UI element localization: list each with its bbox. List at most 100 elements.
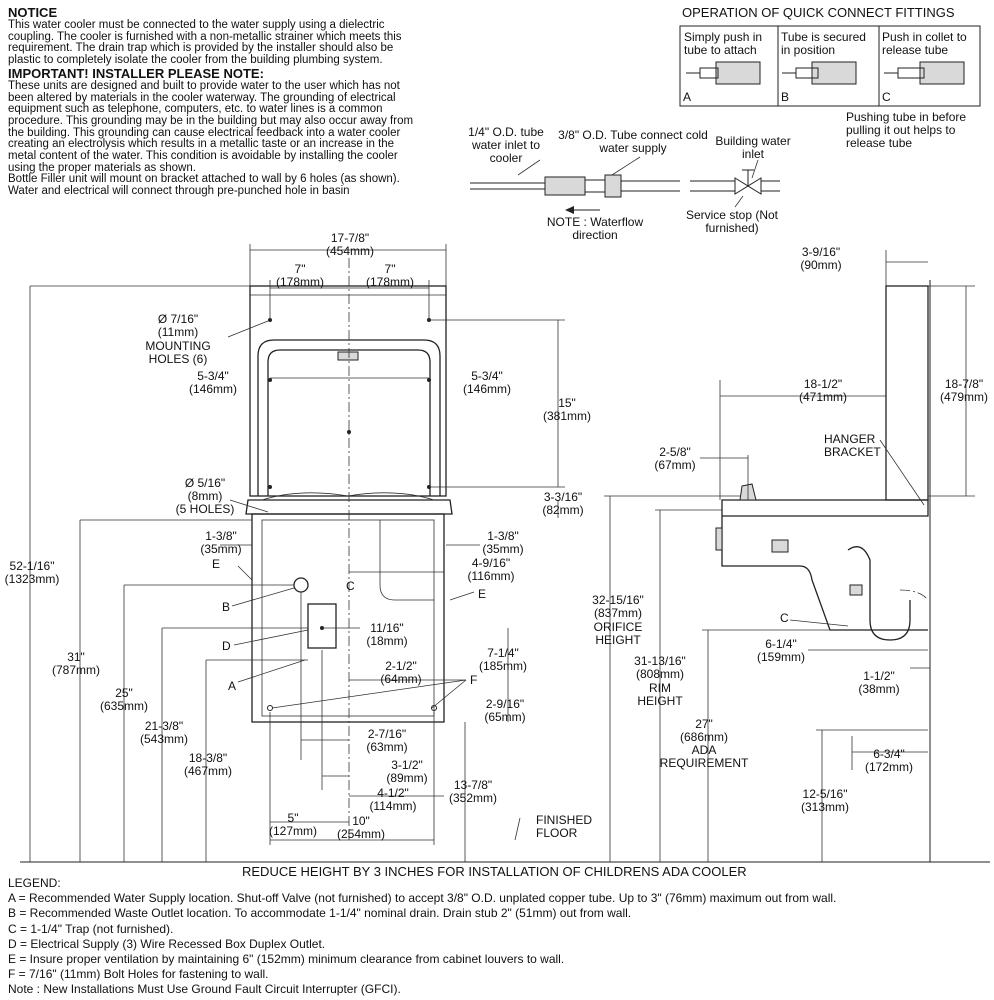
important-line: been altered by materials in the cooler …: [8, 91, 396, 104]
dim-3215: 32-15/16": [592, 593, 644, 607]
dim-3316: 3-3/16": [543, 490, 583, 504]
letter-c-side: C: [780, 611, 789, 625]
legend-item: F = 7/16" (11mm) Bolt Holes for fastenin…: [8, 967, 269, 982]
dim-3316-mm: (82mm): [542, 503, 584, 517]
important-line: creating an electrolysis which results i…: [8, 138, 395, 151]
dim-27-mm: (686mm): [679, 730, 728, 744]
dim-714: 7-1/4": [487, 646, 519, 660]
dim-2916-mm: (65mm): [484, 710, 526, 724]
dim-half-right-mm: (178mm): [365, 275, 414, 289]
dim-h2138-mm: (543mm): [139, 732, 188, 746]
childrens-ada-note: REDUCE HEIGHT BY 3 INCHES FOR INSTALLATI…: [242, 864, 747, 879]
dim-634: 6-3/4": [873, 747, 905, 761]
quick-connect-panels: [679, 25, 981, 107]
dim-h25: 25": [115, 686, 133, 700]
dim-left-534-mm: (146mm): [188, 382, 237, 396]
dim-1116: 11/16": [370, 621, 404, 635]
dim-mount-holes: Ø 7/16": [157, 312, 199, 326]
legend-item: D = Electrical Supply (3) Wire Recessed …: [8, 936, 326, 951]
notice-title: NOTICE: [8, 5, 58, 20]
dim-614-mm: (159mm): [756, 650, 805, 664]
qc-panel-a-letter: A: [683, 90, 692, 104]
legend-item: A = Recommended Water Supply location. S…: [8, 891, 837, 906]
qc-panel-a-caption: Simply push in tube to attach: [684, 30, 763, 57]
dim-258-mm: (67mm): [654, 458, 696, 472]
hanger-bracket-label: HANGER BRACKET: [824, 432, 881, 459]
dim-h52: 52-1/16": [9, 559, 55, 573]
dim-1812-mm: (471mm): [798, 390, 847, 404]
notice-line: requirement. The drain trap which is pro…: [8, 42, 394, 55]
supply-line-diagram: [470, 156, 780, 214]
dim-634-mm: (172mm): [864, 760, 913, 774]
building-inlet-label: Building water inlet: [715, 134, 791, 161]
tube-quarter-label: 1/4" O.D. tube water inlet to cooler: [468, 125, 544, 165]
dim-3916-mm: (90mm): [800, 258, 842, 272]
dim-1878-mm: (479mm): [939, 390, 988, 404]
dim-h1838: 18-3/8": [188, 751, 228, 765]
waterflow-note: NOTE : Waterflow direction: [546, 215, 644, 242]
dim-138-left-mm: (35mm): [200, 542, 242, 556]
dim-2716: 2-7/16": [367, 727, 407, 741]
dim-3113: 31-13/16": [634, 654, 686, 668]
dim-312: 3-1/2": [391, 758, 423, 772]
service-stop-label: Service stop (Not furnished): [685, 208, 779, 235]
legend-item: Note : New Installations Must Use Ground…: [8, 982, 401, 997]
dim-h31-mm: (787mm): [51, 663, 100, 677]
dim-212-mm: (64mm): [380, 672, 422, 686]
dim-h25-mm: (635mm): [99, 699, 148, 713]
legend: LEGEND: A = Recommended Water Supply loc…: [8, 876, 836, 998]
dim-h1838-mm: (467mm): [183, 764, 232, 778]
dim-1116-mm: (18mm): [366, 634, 408, 648]
dim-10-mm: (254mm): [336, 827, 385, 841]
dim-half-right: 7": [384, 262, 396, 276]
dim-1378-mm: (352mm): [448, 791, 497, 805]
dim-h52-mm: (1323mm): [4, 572, 60, 586]
qc-panel-b-letter: B: [781, 90, 790, 104]
letter-a: A: [228, 679, 237, 693]
orifice-height-label: ORIFICE HEIGHT: [593, 620, 643, 647]
legend-item: C = 1-1/4" Trap (not furnished).: [8, 921, 174, 936]
dim-right-534: 5-3/4": [471, 369, 503, 383]
dim-holes-516-mm: (8mm): [187, 489, 223, 503]
tube-3-8-label: 3/8" O.D. Tube connect cold water supply: [558, 128, 708, 155]
dim-138-left: 1-3/8": [205, 529, 237, 543]
letter-d: D: [222, 639, 231, 653]
ada-requirement-label: ADA REQUIREMENT: [659, 743, 749, 770]
dim-right-534-mm: (146mm): [462, 382, 511, 396]
important-line: using the proper materials as shown.: [8, 161, 196, 174]
dim-412-mm: (114mm): [369, 799, 417, 813]
holes-516-label: (5 HOLES): [175, 502, 235, 516]
dim-10: 10": [352, 814, 370, 828]
important-line: Water and electrical will connect throug…: [8, 185, 350, 198]
mount-holes-label: MOUNTING HOLES (6): [145, 339, 211, 366]
dim-width-overall: 17-7/8": [330, 231, 370, 245]
dim-3113-mm: (808mm): [635, 667, 684, 681]
notice-line: This water cooler must be connected to t…: [8, 19, 385, 31]
dim-312-mm: (89mm): [386, 771, 428, 785]
important-line: These units are designed and built to pr…: [8, 79, 400, 92]
dim-half-left: 7": [294, 262, 306, 276]
finished-floor-label: FINISHED FLOOR: [536, 813, 593, 840]
letter-f: F: [470, 673, 478, 687]
dim-2716-mm: (63mm): [366, 740, 408, 754]
dim-h15-mm: (381mm): [542, 409, 591, 423]
notice-line: plastic to completely isolate the cooler…: [8, 54, 383, 67]
dim-4916-mm: (116mm): [467, 569, 515, 583]
dim-width-overall-mm: (454mm): [325, 244, 374, 258]
rim-height-label: RIM HEIGHT: [637, 681, 683, 708]
dim-3916: 3-9/16": [801, 245, 841, 259]
dim-412: 4-1/2": [377, 786, 409, 800]
dim-138-right-mm: (35mm): [482, 542, 524, 556]
important-line: the building. This grounding can cause e…: [8, 126, 401, 139]
letter-c-front: C: [346, 579, 355, 593]
qc-panel-c-caption: Push in collet to release tube: [882, 30, 967, 57]
dim-5-mm: (127mm): [268, 824, 317, 838]
dim-h2138: 21-3/8": [144, 719, 184, 733]
dim-5: 5": [287, 811, 299, 825]
dim-212: 2-1/2": [385, 659, 417, 673]
letter-e-left: E: [212, 557, 221, 571]
dim-h15: 15": [558, 396, 576, 410]
important-line: procedure. This grounding may be in the …: [8, 114, 414, 127]
side-view: [604, 250, 975, 862]
